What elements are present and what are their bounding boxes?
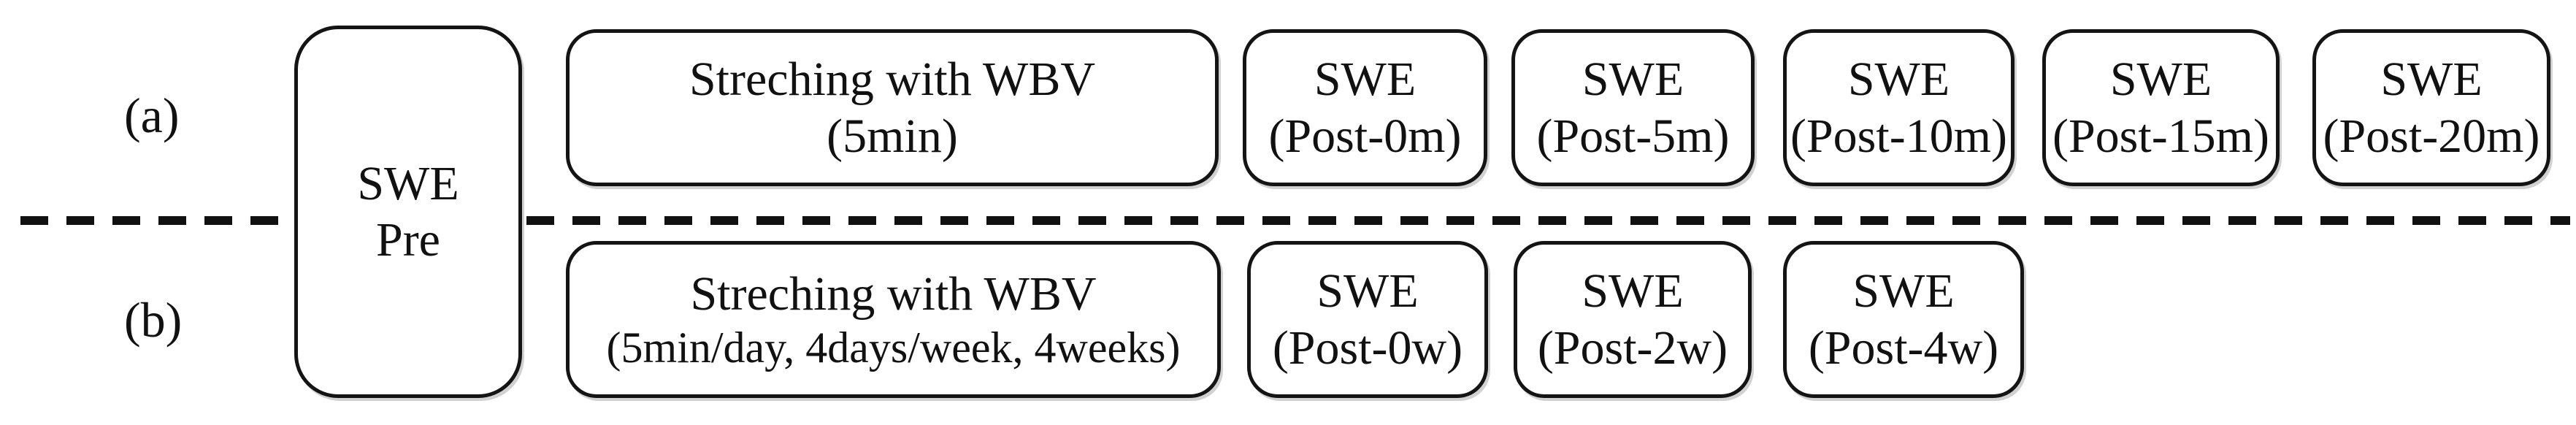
row-a-label: (a) [124, 88, 180, 143]
swe-post-2w-box: SWE (Post-2w) [1514, 241, 1752, 398]
swe-post-5m-box: SWE (Post-5m) [1511, 29, 1755, 186]
swe-post-20m-line2: (Post-20m) [2323, 109, 2540, 163]
stretching-wbv-training-line2: (5min/day, 4days/week, 4weeks) [606, 323, 1181, 372]
swe-post-0m-line2: (Post-0m) [1268, 109, 1462, 163]
stretching-wbv-acute-line2: (5min) [827, 109, 958, 163]
stretching-wbv-training-box: Streching with WBV (5min/day, 4days/week… [566, 241, 1221, 398]
swe-post-0w-line2: (Post-0w) [1272, 321, 1463, 375]
dashed-divider-line [20, 216, 2570, 225]
swe-post-20m-box: SWE (Post-20m) [2312, 29, 2550, 186]
swe-post-0m-line1: SWE [1314, 53, 1417, 107]
swe-post-4w-box: SWE (Post-4w) [1783, 241, 2024, 398]
swe-post-15m-line2: (Post-15m) [2052, 109, 2269, 163]
row-b-label: (b) [124, 292, 183, 348]
swe-post-2w-line2: (Post-2w) [1537, 321, 1728, 375]
stretching-wbv-acute-line1: Streching with WBV [689, 53, 1096, 107]
stretching-wbv-acute-box: Streching with WBV (5min) [566, 29, 1219, 186]
swe-post-10m-line1: SWE [1847, 53, 1950, 107]
swe-post-4w-line1: SWE [1852, 264, 1955, 318]
swe-post-5m-line1: SWE [1582, 53, 1684, 107]
swe-post-5m-line2: (Post-5m) [1536, 109, 1730, 163]
swe-pre-line1: SWE [357, 156, 459, 210]
stretching-wbv-training-line1: Streching with WBV [690, 267, 1097, 321]
swe-pre-line2: Pre [376, 213, 440, 267]
swe-post-4w-line2: (Post-4w) [1808, 321, 1999, 375]
swe-post-15m-line1: SWE [2109, 53, 2212, 107]
swe-post-0w-line1: SWE [1316, 264, 1419, 318]
swe-post-0m-box: SWE (Post-0m) [1243, 29, 1487, 186]
swe-post-2w-line1: SWE [1582, 264, 1684, 318]
swe-post-10m-line2: (Post-10m) [1790, 109, 2007, 163]
swe-post-20m-line1: SWE [2380, 53, 2483, 107]
swe-post-15m-box: SWE (Post-15m) [2042, 29, 2280, 186]
swe-post-0w-box: SWE (Post-0w) [1247, 241, 1488, 398]
swe-pre-box: SWE Pre [294, 26, 522, 398]
swe-post-10m-box: SWE (Post-10m) [1783, 29, 2015, 186]
